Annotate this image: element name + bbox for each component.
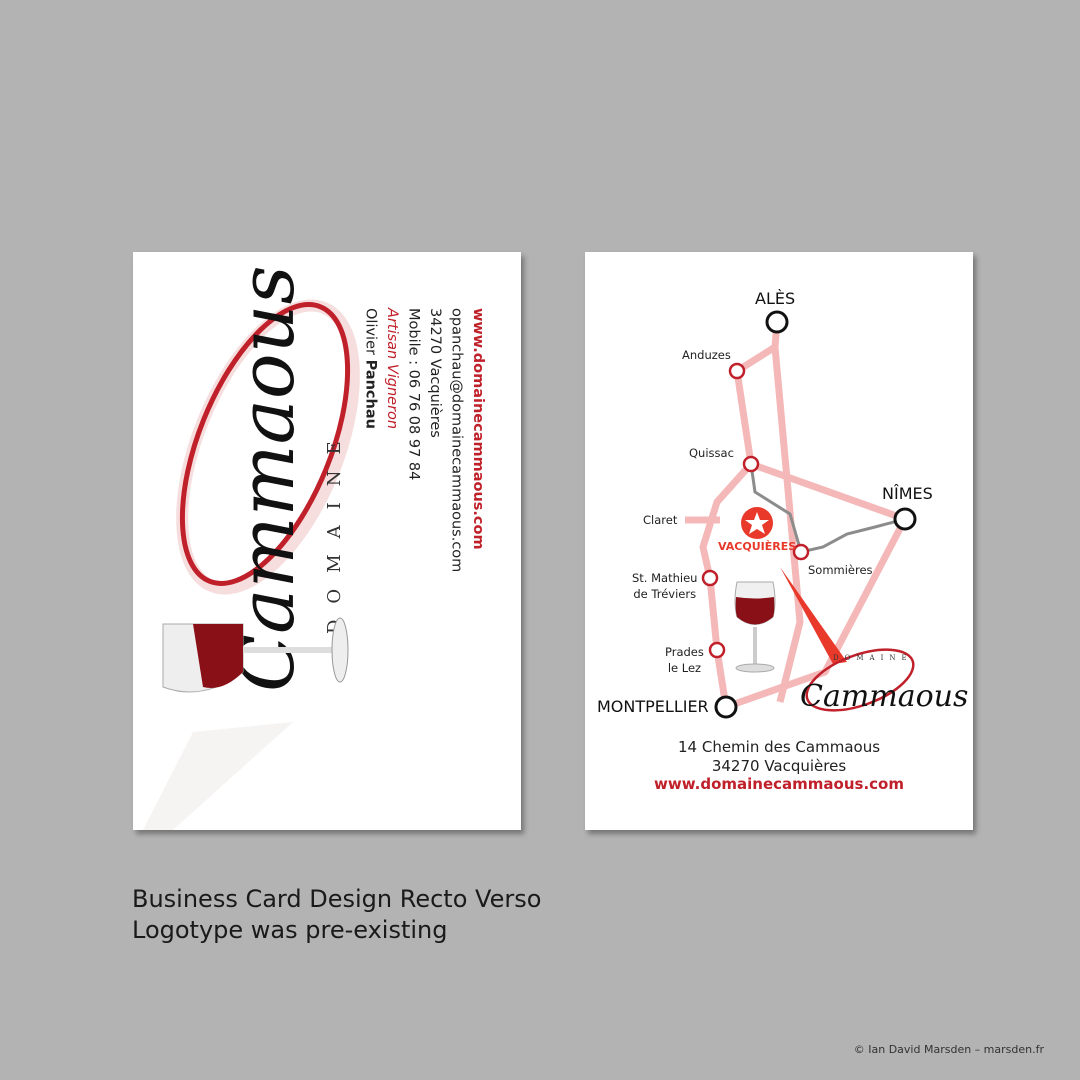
address-line1: 14 Chemin des Cammaous	[677, 738, 881, 756]
business-card-recto: DOMAINE Cammaous Olivier Panchau Artisan…	[133, 252, 521, 830]
website: www.domainecammaous.com	[470, 308, 486, 550]
caption: Business Card Design Recto Verso Logotyp…	[132, 884, 541, 946]
address-line2: 34270 Vacquières	[711, 757, 847, 775]
route-map: DOMAINE Cammaous	[685, 310, 968, 719]
caption-line1: Business Card Design Recto Verso	[132, 885, 542, 913]
logo-cammaous: Cammaous	[800, 679, 968, 714]
logo-domaine: DOMAINE	[324, 425, 345, 634]
city-marker	[765, 310, 789, 334]
job-title: Artisan Vigneron	[384, 308, 400, 430]
first-name: Olivier	[362, 308, 379, 355]
road	[771, 346, 804, 703]
town-marker	[701, 569, 719, 587]
logo-domaine: DOMAINE	[833, 654, 913, 662]
mobile-number: Mobile : 06 76 08 97 84	[405, 308, 422, 481]
town-quissac: Quissac	[689, 446, 734, 460]
direction-arrow	[780, 567, 847, 664]
city-marker	[714, 695, 738, 719]
town-sommieres: Sommières	[808, 563, 873, 577]
logo-swoosh	[805, 648, 915, 712]
last-name: Panchau	[362, 359, 379, 429]
destination-vacquieres: VACQUIÈRES	[718, 540, 797, 553]
town-marker	[708, 641, 726, 659]
postal-city: 34270 Vacquières	[427, 308, 443, 438]
city-nimes: NÎMES	[882, 484, 933, 503]
town-marker	[792, 543, 810, 561]
wine-glass-icon	[143, 617, 349, 830]
logo-artwork: DOMAINE Cammaous	[143, 265, 360, 830]
river	[749, 463, 906, 554]
town-st-mathieu-line1: St. Mathieu	[632, 571, 698, 585]
city-ales: ALÈS	[755, 289, 796, 308]
business-card-verso: DOMAINE Cammaous ALÈS NÎMES MONTPELLIER …	[585, 252, 973, 830]
town-prades-line2: le Lez	[667, 661, 702, 675]
credit: © Ian David Marsden – marsden.fr	[853, 1043, 1044, 1056]
town-prades: Prades le Lez	[665, 644, 704, 676]
town-anduzes: Anduzes	[682, 348, 731, 362]
town-st-mathieu-line2: de Tréviers	[633, 587, 697, 601]
email: opanchau@domainecammaous.com	[448, 308, 465, 573]
town-st-mathieu: St. Mathieu de Tréviers	[632, 570, 697, 602]
contact-block: Olivier Panchau Artisan Vigneron Mobile …	[359, 308, 488, 572]
town-prades-line1: Prades	[665, 645, 704, 659]
website: www.domainecammaous.com	[654, 775, 904, 793]
town-marker	[742, 455, 760, 473]
road	[733, 321, 907, 523]
road	[699, 461, 909, 711]
logo-cammaous: Cammaous	[222, 265, 311, 692]
city-marker	[893, 507, 917, 531]
city-montpellier: MONTPELLIER	[597, 697, 709, 716]
caption-line2: Logotype was pre-existing	[132, 916, 448, 944]
town-marker	[728, 362, 746, 380]
logo-swoosh	[179, 302, 351, 586]
wine-glass-icon	[734, 581, 776, 673]
town-claret: Claret	[643, 513, 678, 527]
